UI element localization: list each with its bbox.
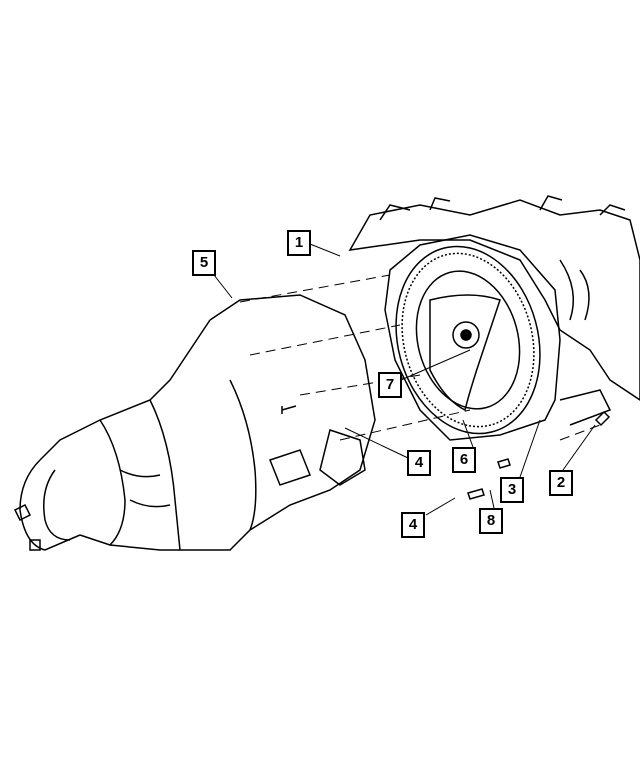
adapter-plate xyxy=(384,234,612,441)
transmission xyxy=(13,294,376,551)
leader-lines xyxy=(213,243,596,516)
callout-1: 1 xyxy=(287,230,311,256)
flywheel xyxy=(395,245,541,435)
callout-5: 5 xyxy=(192,250,216,276)
callout-3: 3 xyxy=(500,477,524,503)
callout-4: 4 xyxy=(407,450,431,476)
callout-4-lower: 4 xyxy=(401,512,425,538)
alignment-lines xyxy=(239,274,601,441)
bolts xyxy=(281,405,611,500)
callout-8: 8 xyxy=(479,508,503,534)
callout-7: 7 xyxy=(378,372,402,398)
callout-2: 2 xyxy=(549,470,573,496)
engine-block xyxy=(348,195,640,401)
callout-6: 6 xyxy=(452,447,476,473)
